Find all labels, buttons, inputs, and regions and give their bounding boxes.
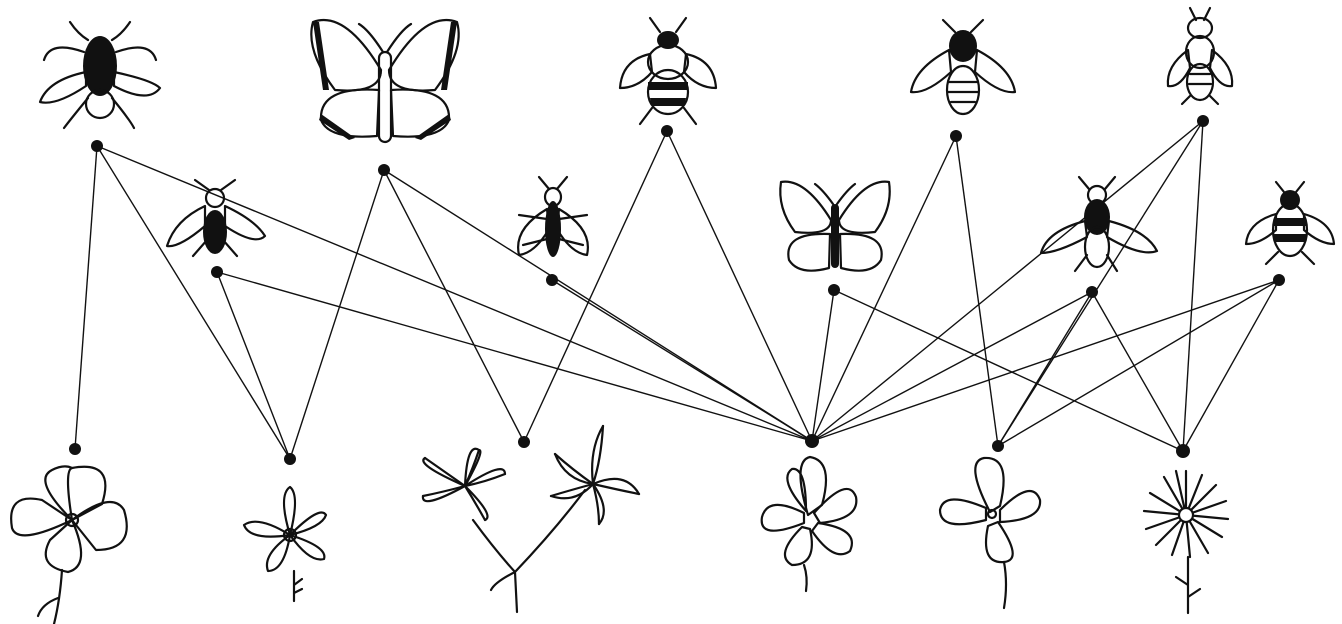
- link-p1-f2: [97, 146, 290, 459]
- edges-layer: [75, 121, 1279, 459]
- node-f2: [284, 453, 296, 465]
- pollinator-fly-1-icon: [40, 22, 160, 128]
- link-p4-f4: [552, 280, 812, 441]
- link-p9-f4: [812, 292, 1092, 441]
- flower-four-petal-5-icon: [940, 458, 1040, 608]
- flower-five-petal-1-icon: [11, 466, 127, 624]
- link-p3-f4: [384, 170, 812, 441]
- link-p10-f6: [1183, 280, 1279, 451]
- pollinator-bee-9-icon: [1041, 177, 1157, 271]
- node-p7: [950, 130, 962, 142]
- link-p8-f5: [998, 121, 1203, 446]
- pollinator-fly-8-icon: [1168, 8, 1232, 104]
- flower-daisy-6-icon: [1144, 471, 1228, 613]
- node-f3: [518, 436, 530, 448]
- pollinator-bumblebee-5-icon: [620, 18, 716, 124]
- link-p3-f3: [384, 170, 524, 442]
- nodes-layer: [69, 115, 1285, 465]
- node-p9: [1086, 286, 1098, 298]
- link-p8-f4: [812, 121, 1203, 441]
- node-f4: [805, 434, 819, 448]
- node-f1: [69, 443, 81, 455]
- link-p1-f1: [75, 146, 97, 449]
- node-p10: [1273, 274, 1285, 286]
- link-p2-f4: [217, 272, 812, 441]
- node-f5: [992, 440, 1004, 452]
- node-p6: [828, 284, 840, 296]
- pollinator-butterfly-3-icon: [311, 20, 458, 142]
- pollinator-honeybee-7-icon: [911, 20, 1015, 114]
- link-p8-f6: [1183, 121, 1203, 451]
- link-p5-f3: [524, 131, 667, 442]
- link-p7-f5: [956, 136, 998, 446]
- flower-rose-4-icon: [762, 457, 857, 591]
- pollinator-butterfly-6-icon: [780, 182, 889, 271]
- node-p4: [546, 274, 558, 286]
- link-p3-f2: [290, 170, 384, 459]
- link-p2-f2: [217, 272, 290, 459]
- flower-star-2-icon: [244, 487, 326, 601]
- link-p9-f5: [998, 292, 1092, 446]
- pollinator-bee-10-icon: [1246, 182, 1334, 264]
- flower-branched-3-icon: [423, 426, 639, 612]
- pollinator-bug-4-icon: [518, 177, 588, 257]
- node-p8: [1197, 115, 1209, 127]
- node-p2: [211, 266, 223, 278]
- node-p3: [378, 164, 390, 176]
- link-p6-f6: [834, 290, 1183, 451]
- node-p1: [91, 140, 103, 152]
- pollinator-bee-2-icon: [167, 180, 265, 256]
- link-p1-f4: [97, 146, 812, 441]
- link-p10-f4: [812, 280, 1279, 441]
- node-f6: [1176, 444, 1190, 458]
- node-p5: [661, 125, 673, 137]
- link-p9-f6: [1092, 292, 1183, 451]
